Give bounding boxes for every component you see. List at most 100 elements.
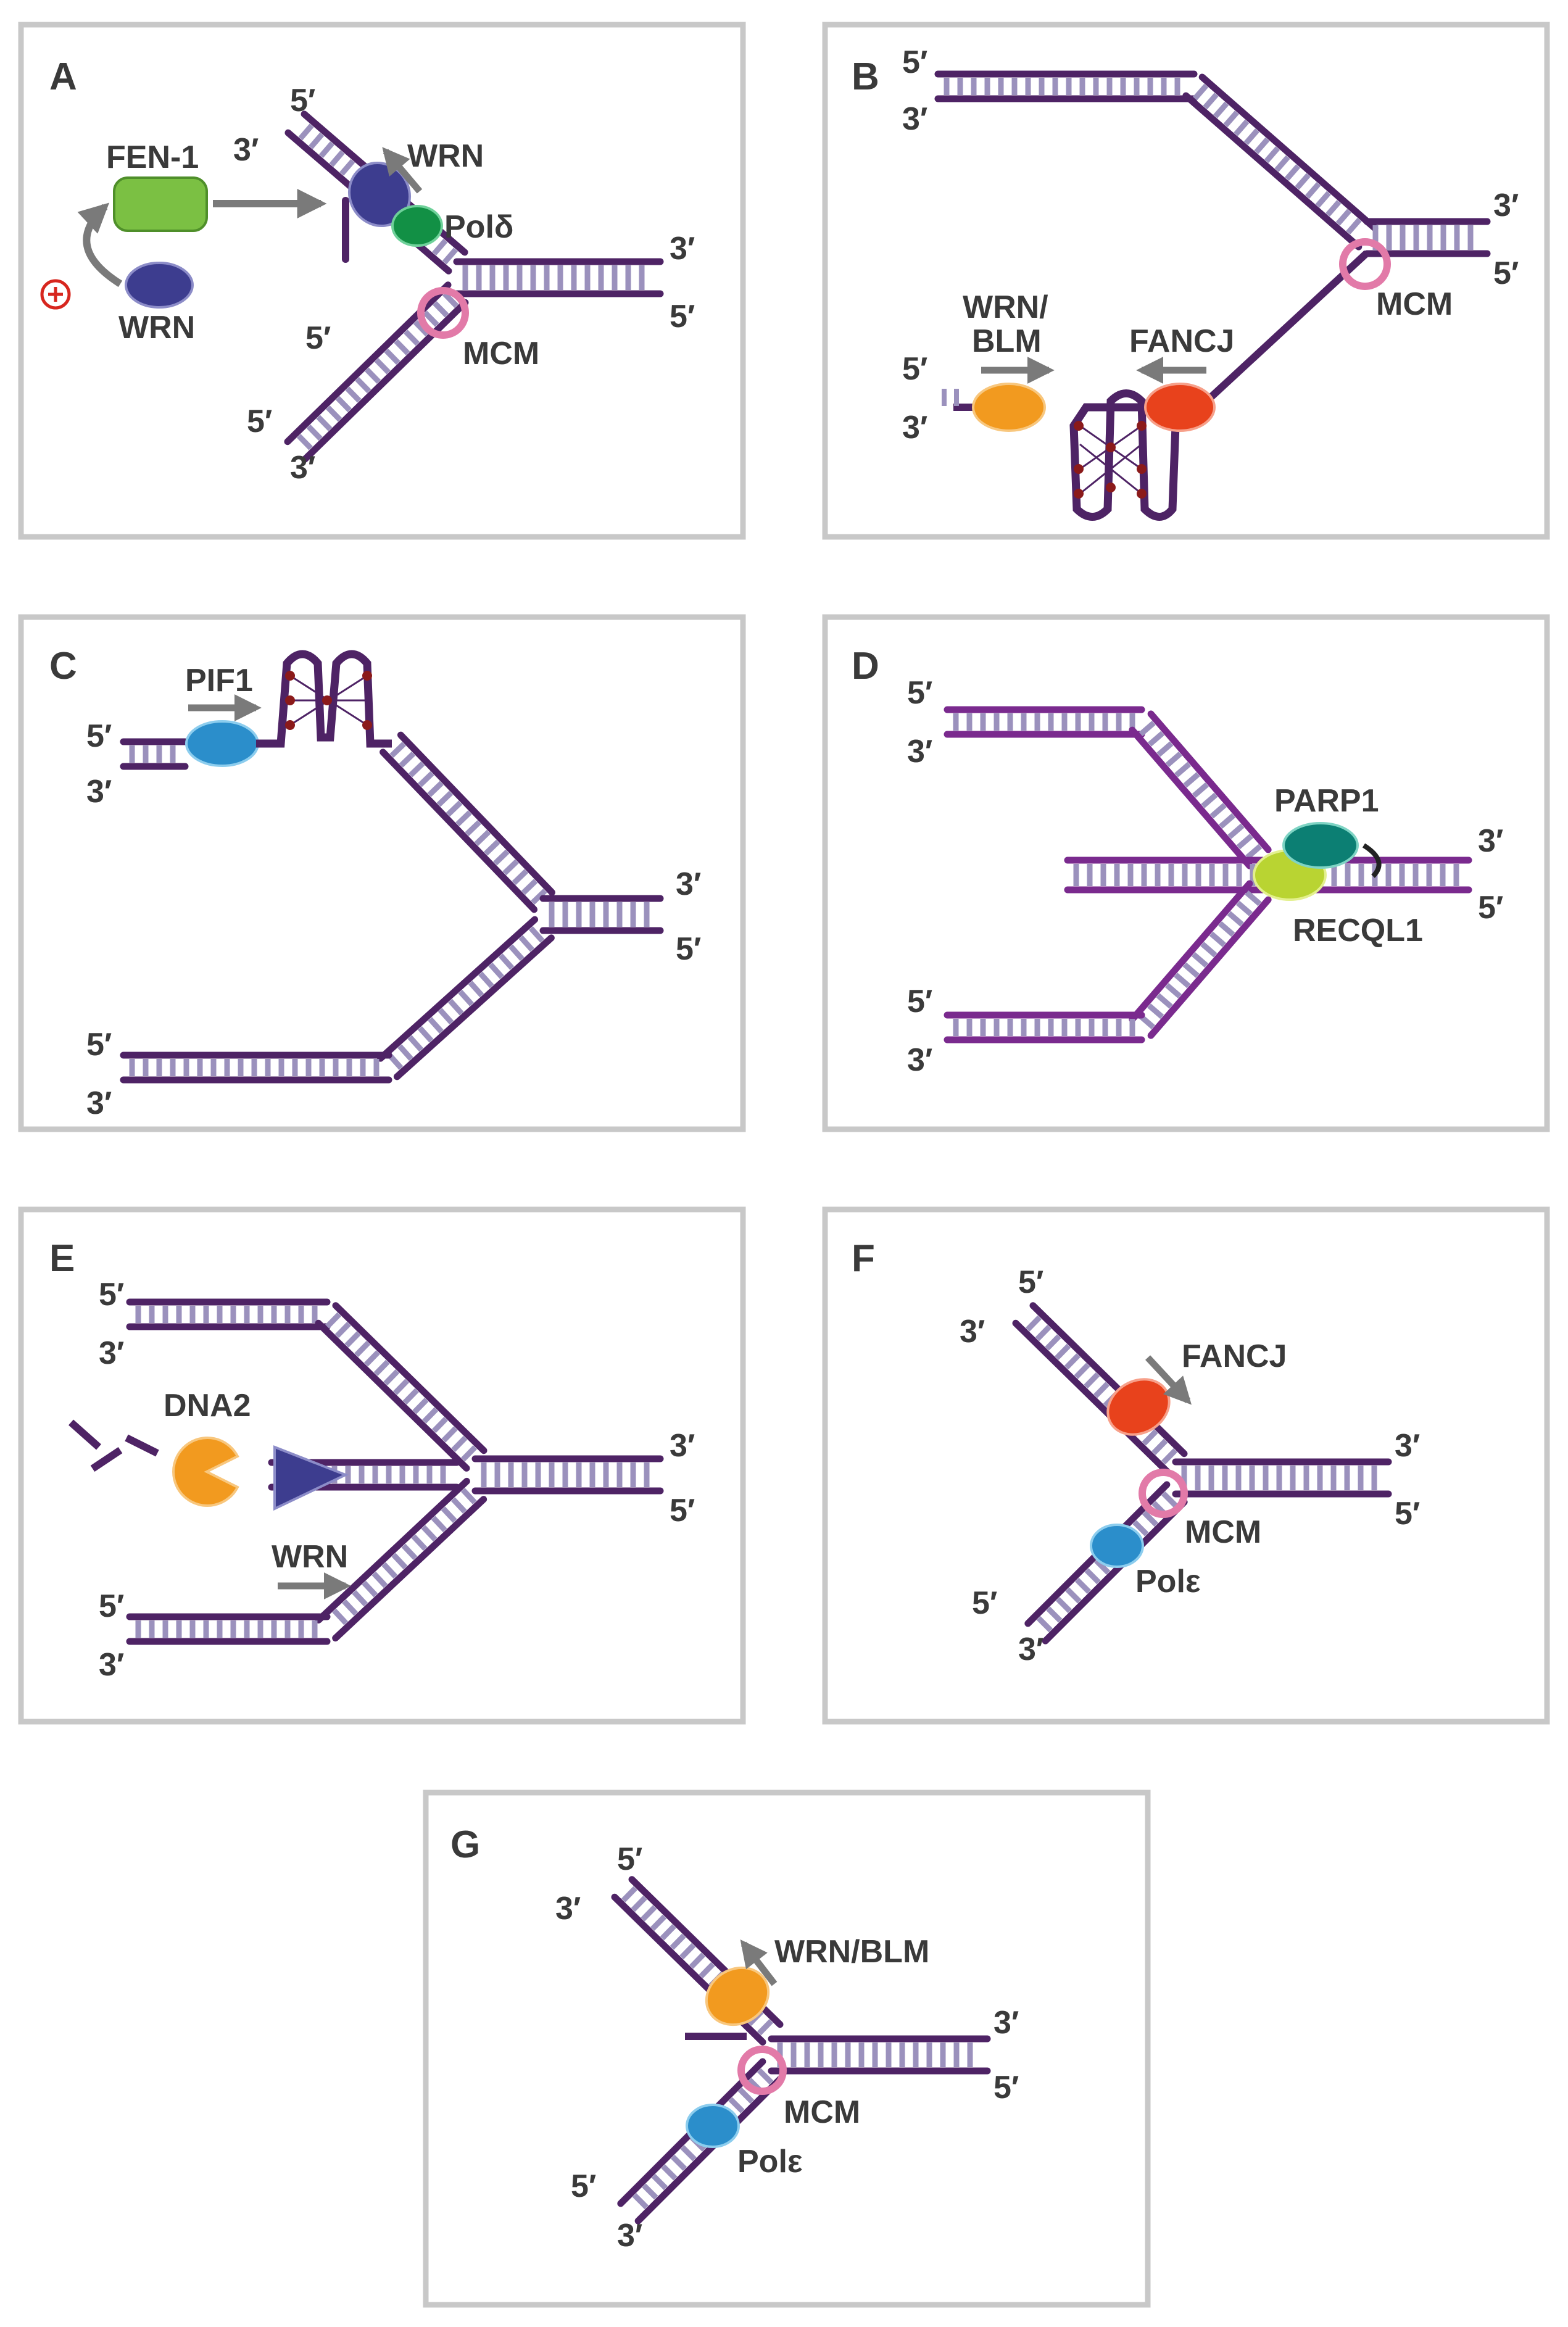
base-pair-rung [498, 953, 515, 970]
base-pair-rung [418, 771, 434, 787]
top-arm [1182, 73, 1379, 251]
base-pair-rung [436, 790, 454, 807]
base-pair-rung [1132, 1520, 1149, 1537]
base-pair-rung [1074, 1363, 1090, 1379]
parental-duplex [768, 2035, 991, 2075]
base-pair-rung [1315, 191, 1331, 208]
base-pair-rung [381, 1562, 398, 1579]
panel-d: D PARP1 RECQL1 5′ 3′ 3′ 5′ 5′ 3′ [822, 614, 1550, 1132]
panel-g-frame [423, 1790, 1151, 2308]
base-pair-rung [1156, 741, 1174, 757]
base-pair-rung [1035, 1324, 1052, 1342]
base-pair-rung [1235, 900, 1253, 916]
pol-delta-protein [391, 205, 443, 247]
base-pair-rung [1165, 751, 1182, 768]
base-pair-rung [1084, 1568, 1101, 1585]
base-pair-rung [1254, 137, 1270, 154]
base-pair-rung [446, 800, 463, 817]
panel-f-label: F [852, 1237, 875, 1280]
triangle-icon [273, 1445, 349, 1511]
end-r5: 5′ [670, 1493, 695, 1529]
base-pair-rung [1203, 93, 1219, 110]
base-pair-rung [528, 926, 545, 943]
degraded-fragment-2 [90, 1447, 123, 1472]
base-pair-rung [383, 1369, 400, 1386]
panel-e: E DNA2 WRN 5′ 3′ 3′ 5′ 5′ 3′ [18, 1206, 746, 1725]
base-pair-rung [1284, 164, 1301, 181]
base-pair-rung [679, 1943, 696, 1960]
strand-backbone [377, 916, 539, 1062]
base-pair-rung [306, 424, 323, 441]
base-pair-rung [412, 1398, 429, 1414]
base-pair-rung [483, 839, 500, 856]
base-pair-rung [298, 123, 314, 141]
mcm-ring [417, 287, 469, 339]
wrn-label-bottom: WRN [118, 310, 195, 346]
base-pair-rung [1218, 921, 1235, 937]
panel-c: C PIF1 5′ 3′ 3′ 5′ 5′ 3′ [18, 614, 746, 1132]
end-r5: 5′ [1478, 890, 1503, 926]
base-pair-rung [1192, 83, 1209, 101]
panel-b-label: B [852, 56, 879, 98]
base-pair-rung [1245, 890, 1262, 906]
parental-duplex [1172, 1458, 1392, 1498]
base-pair-rung [460, 1488, 477, 1504]
base-pair-rung [461, 1445, 478, 1462]
end-r5: 5′ [1395, 1496, 1420, 1532]
base-pair-rung [1094, 1558, 1111, 1575]
base-pair-rung [399, 752, 416, 768]
base-pair-rung [621, 1886, 637, 1902]
base-pair-rung [418, 1026, 434, 1043]
base-pair-rung [329, 150, 345, 167]
base-pair-rung [451, 1435, 468, 1453]
base-pair-rung [1093, 1382, 1110, 1398]
base-pair-rung [1151, 1438, 1168, 1455]
base-pair-rung [1183, 772, 1200, 788]
parental-duplex [471, 1455, 664, 1495]
base-pair-rung [316, 415, 333, 431]
fen1-label: FEN-1 [106, 139, 199, 175]
base-pair-rung [1274, 155, 1290, 172]
degraded-fragment-3 [125, 1434, 159, 1457]
lower-ssdna [1200, 250, 1370, 407]
mcm-label: MCM [784, 2094, 860, 2130]
circle-plus-icon [40, 279, 71, 310]
base-pair-rung [1192, 782, 1209, 798]
base-pair-rung [632, 2193, 649, 2210]
end-tl3: 3′ [86, 774, 112, 810]
bottom-duplex [944, 1011, 1145, 1043]
wrn-label-top: WRN [407, 138, 484, 174]
strand-backbone [332, 1302, 487, 1454]
base-pair-rung [1243, 128, 1259, 146]
pol-epsilon-protein [686, 2104, 740, 2148]
base-pair-rung [1346, 218, 1362, 235]
parp1-protein [1282, 822, 1359, 869]
base-pair-rung [508, 944, 525, 961]
base-pair-rung [680, 2145, 697, 2162]
base-pair-rung [402, 1388, 419, 1405]
base-pair-rung [1234, 119, 1250, 136]
strand-backbone [332, 1496, 487, 1642]
base-pair-rung [1295, 173, 1311, 190]
base-pair-rung [1192, 952, 1209, 968]
base-pair-rung [355, 376, 371, 394]
base-pair-rung [670, 1933, 686, 1950]
base-pair-rung [474, 829, 491, 846]
base-pair-rung [699, 1962, 715, 1979]
pif1-label: PIF1 [185, 663, 253, 699]
g-quadruplex [1069, 389, 1194, 521]
base-pair-rung [1142, 1429, 1158, 1446]
end-bl3: 3′ [902, 410, 927, 446]
base-pair-rung [408, 761, 425, 778]
base-pair-rung [371, 1571, 388, 1588]
base-pair-rung [689, 1952, 705, 1969]
base-pair-rung [1055, 1596, 1072, 1614]
base-pair-rung [384, 348, 400, 365]
end-bot3: 3′ [617, 2218, 642, 2254]
base-pair-rung [450, 1497, 467, 1514]
base-pair-rung [1236, 834, 1253, 850]
degraded-fragment-1 [68, 1419, 101, 1450]
base-pair-rung [1245, 844, 1263, 860]
base-pair-rung [428, 1017, 444, 1034]
